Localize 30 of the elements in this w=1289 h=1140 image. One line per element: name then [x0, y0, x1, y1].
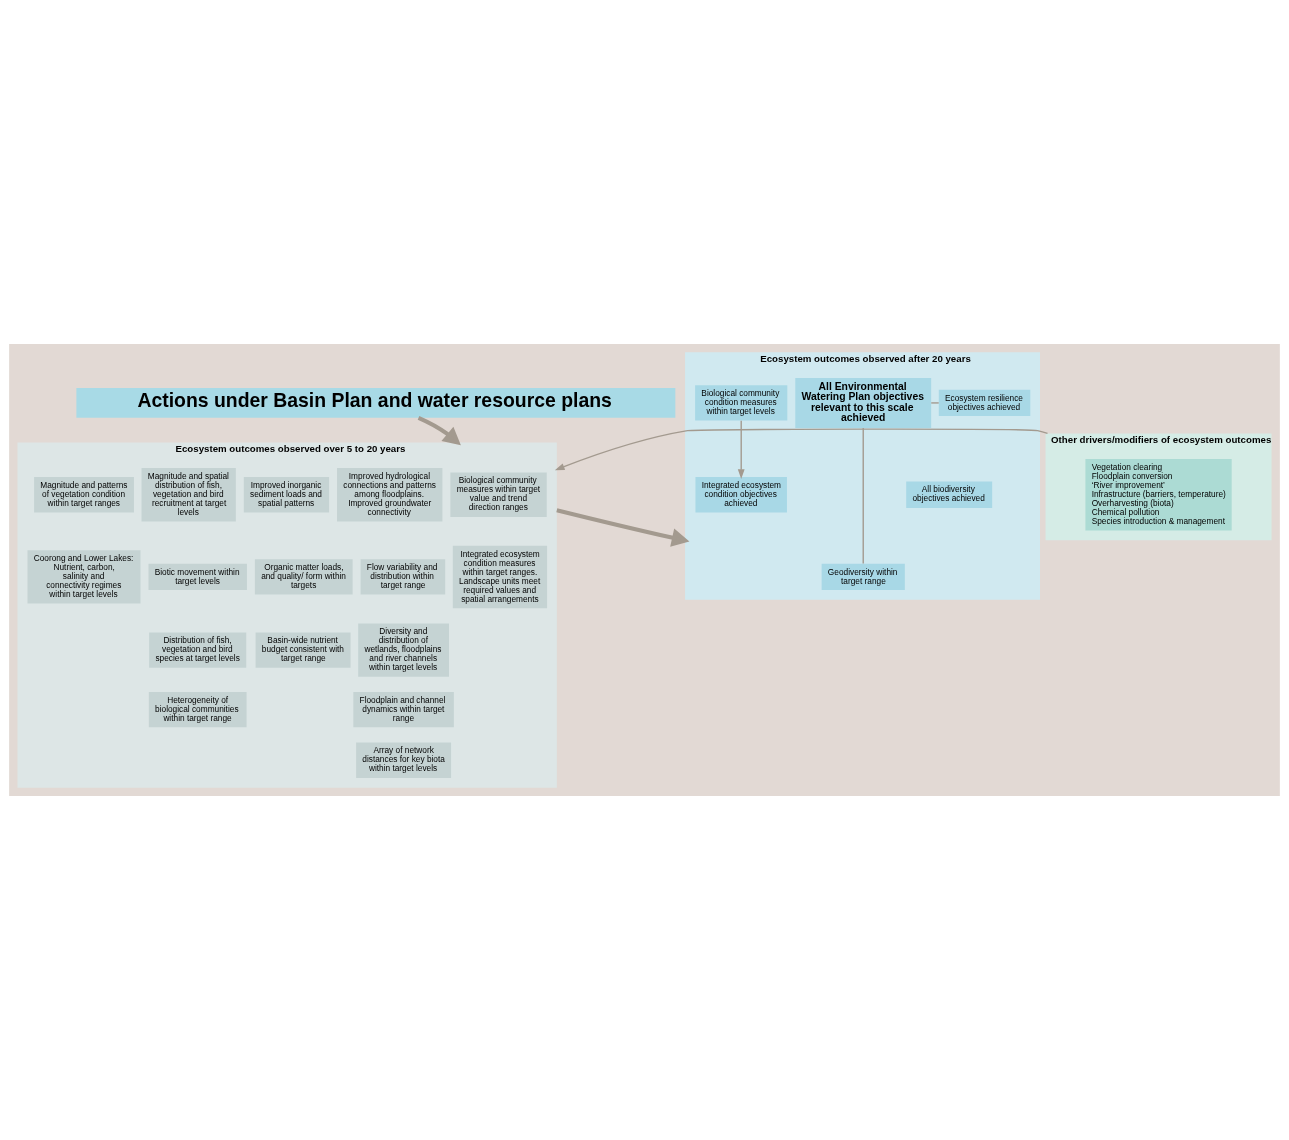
- arrow: [554, 428, 1049, 471]
- node-box: Actions under Basin Plan and water resource plans: [76, 388, 676, 418]
- node-box: Ecosystem resilience objectives achieved: [938, 389, 1031, 417]
- node-box: All biodiversity objectives achieved: [906, 481, 993, 508]
- node-box: Diversity and distribution of wetlands, floodplains and river channels within target levels: [358, 623, 449, 677]
- arrow: [417, 415, 461, 446]
- node-box: Distribution of fish, vegetation and bird species at target levels: [149, 632, 247, 668]
- connector: [862, 427, 864, 565]
- connector: [930, 402, 940, 404]
- node-box: Vegetation clearing Floodplain conversion ‘River improvement’ Infrastructure (barriers, temperature) Overharvesting (biota) Chemical pollution Species introduction & management: [1085, 459, 1232, 531]
- arrow: [737, 419, 745, 479]
- node-box: Magnitude and patterns of vegetation condition within target ranges: [34, 477, 134, 513]
- node-box: Integrated ecosystem condition objectives achieved: [695, 477, 787, 513]
- node-box: Floodplain and channel dynamics within target range: [353, 692, 454, 728]
- node-box: Biological community condition measures within target levels: [695, 385, 788, 421]
- node-box: Integrated ecosystem condition measures within target ranges. Landscape units meet required values and spatial arrangements: [452, 545, 548, 609]
- arrow: [556, 508, 690, 547]
- node-box: Magnitude and spatial distribution of fish, vegetation and bird recruitment at target levels: [141, 468, 236, 522]
- node-box: Geodiversity within target range: [821, 563, 905, 591]
- node-box: Heterogeneity of biological communities within target range: [148, 692, 247, 728]
- node-box: Improved inorganic sediment loads and spatial patterns: [243, 477, 330, 513]
- node-box: Coorong and Lower Lakes: Nutrient, carbon, salinity and connectivity regimes within target levels: [27, 550, 141, 604]
- node-box: All Environmental Watering Plan objectives relevant to this scale achieved: [795, 377, 932, 428]
- node-box: Organic matter loads, and quality/ form within targets: [254, 559, 353, 595]
- node-box: Flow variability and distribution within target range: [360, 559, 446, 595]
- node-box: Biotic movement within target levels: [148, 563, 247, 591]
- node-box: Array of network distances for key biota within target levels: [356, 742, 452, 778]
- node-box: Basin-wide nutrient budget consistent with target range: [255, 632, 351, 668]
- node-box: Improved hydrological connections and patterns among floodplains. Improved groundwater connectivity: [337, 468, 443, 522]
- node-box: Biological community measures within target value and trend direction ranges: [450, 472, 547, 517]
